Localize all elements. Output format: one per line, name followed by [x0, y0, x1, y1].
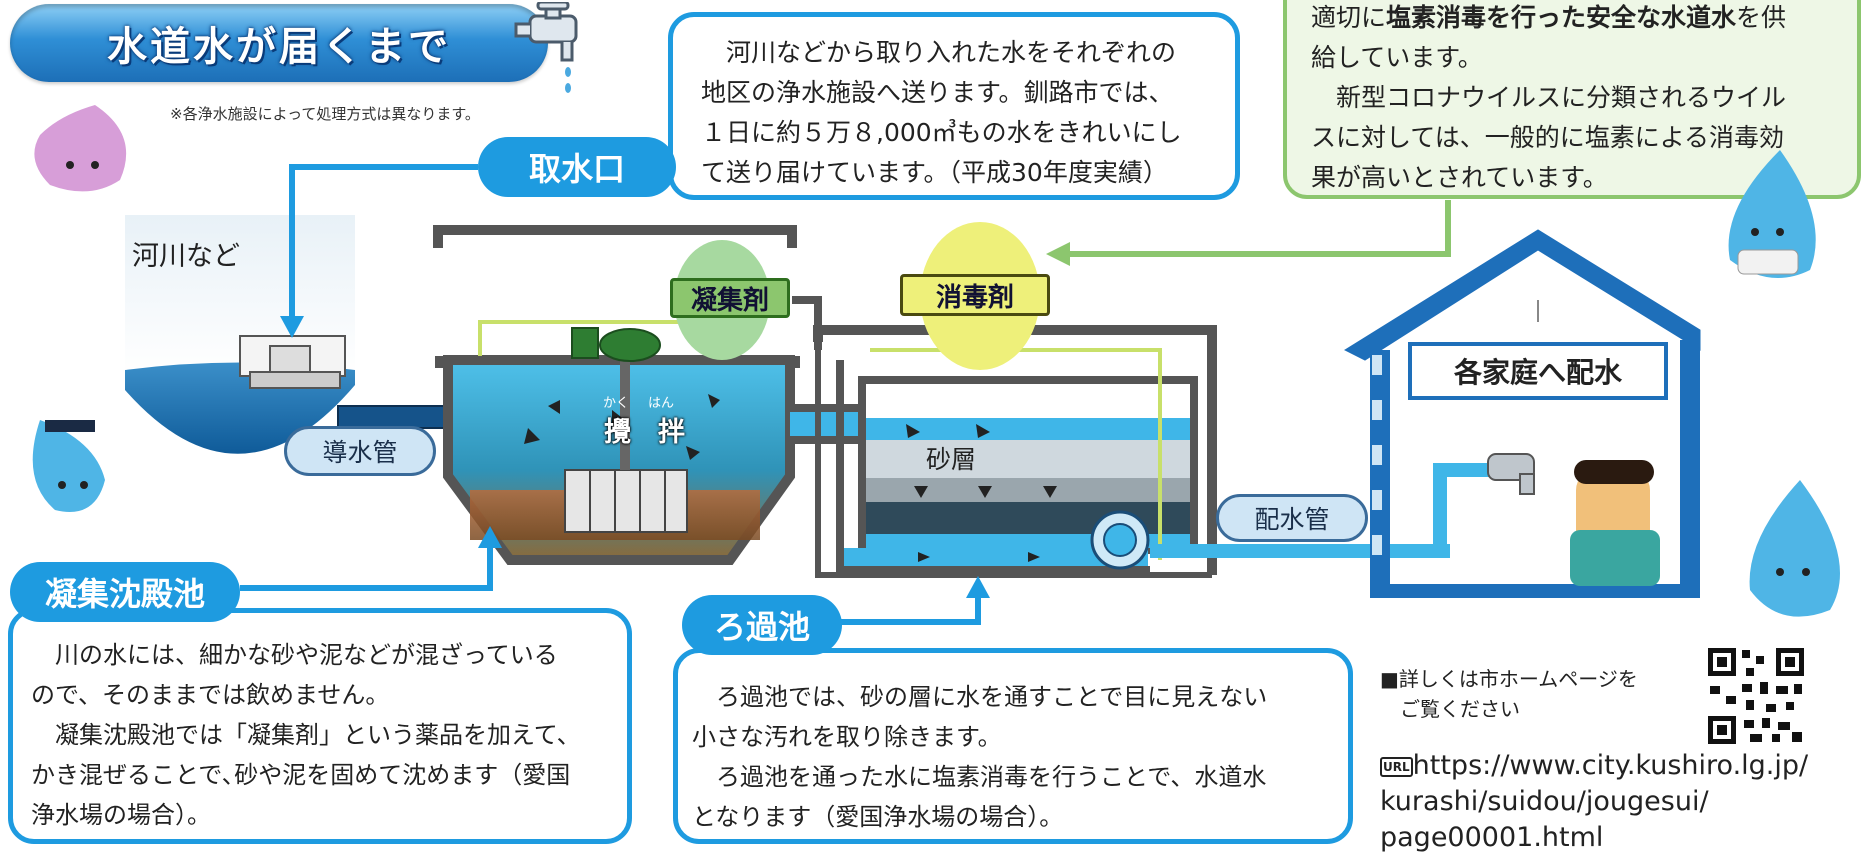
intake-label: 取水口 — [478, 137, 676, 197]
conduit-pipe — [337, 405, 459, 429]
coagulant-label: 凝集剤 — [670, 278, 790, 318]
intake-pointer-arrow — [280, 164, 478, 338]
river-label: 河川など — [132, 241, 240, 272]
droplet-mascot-masked — [1728, 150, 1816, 278]
droplet-mascot-pink — [34, 105, 127, 192]
disinfection-line-1: 適切に塩素消毒を行った安全な水道水を供 — [1311, 3, 1787, 32]
stir-ruby-2: はん — [648, 396, 675, 411]
filtration-label: ろ過池 — [682, 595, 842, 655]
sedimentation-label: 凝集沈殿池 — [10, 562, 240, 622]
stir-label: 攪 拌 — [604, 417, 685, 448]
disinfection-pointer-arrow — [1046, 200, 1451, 266]
house — [1343, 229, 1701, 598]
info-text: ■詳しくは市ホームページを ご覧ください — [1380, 664, 1638, 724]
home-distribution-label: 各家庭へ配水 — [1408, 342, 1668, 400]
sedimentation-pointer-arrow — [240, 526, 502, 591]
droplet-mascot-grad — [32, 420, 105, 512]
river-area — [125, 215, 355, 454]
faucet-icon — [514, 2, 578, 93]
method-note: ※各浄水施設によって処理方式は異なります。 — [170, 105, 480, 123]
disinfection-box: 適切に塩素消毒を行った安全な水道水を供 給しています。 新型コロナウイルスに分類… — [1283, 0, 1861, 199]
disinfection-line-3: 新型コロナウイルスに分類されるウイル — [1311, 83, 1787, 112]
qr-code-icon[interactable] — [1706, 646, 1806, 746]
info-line-1: ■詳しくは市ホームページを — [1380, 667, 1638, 691]
stir-ruby-1: かく — [603, 396, 630, 411]
droplet-mascot-right — [1749, 480, 1840, 617]
conduit-pipe-label: 導水管 — [284, 426, 436, 476]
url-link[interactable]: https://www.city.kushiro.lg.jp/ kurashi/… — [1380, 750, 1809, 853]
filtration-tank — [813, 325, 1217, 578]
sedimentation-box: 川の水には、細かな砂や泥などが混ざっている ので、そのままでは飲めません。 凝集… — [8, 608, 632, 844]
disinfection-line-2: 給しています。 — [1311, 43, 1483, 72]
intake-box: 河川などから取り入れた水をそれぞれの 地区の浄水施設へ送ります。釧路市では、 １… — [668, 12, 1240, 200]
filtration-box: ろ過池では、砂の層に水を通すことで目に見えない 小さな汚れを取り除きます。 ろ過… — [673, 648, 1353, 844]
disinfection-line-5: 果が高いとされています。 — [1311, 163, 1608, 192]
url-icon: URL — [1380, 756, 1413, 777]
filtration-text: ろ過池では、砂の層に水を通すことで目に見えない 小さな汚れを取り除きます。 ろ過… — [692, 683, 1268, 831]
disinfection-line-4: スに対しては、一般的に塩素による消毒効 — [1311, 123, 1785, 152]
sand-layer-label: 砂層 — [926, 445, 977, 474]
title-banner: 水道水が届くまで — [10, 4, 548, 82]
info-line-2: ご覧ください — [1400, 697, 1520, 721]
sedimentation-text: 川の水には、細かな砂や泥などが混ざっている ので、そのままでは飲めません。 凝集… — [31, 641, 581, 829]
page-title: 水道水が届くまで — [107, 24, 451, 70]
disinfectant-label: 消毒剤 — [900, 274, 1050, 316]
sedimentation-tank — [433, 225, 800, 565]
intake-text: 河川などから取り入れた水をそれぞれの 地区の浄水施設へ送ります。釧路市では、 １… — [701, 38, 1182, 187]
filtration-pointer-arrow — [840, 576, 990, 625]
distribution-pipe-label: 配水管 — [1216, 494, 1368, 542]
